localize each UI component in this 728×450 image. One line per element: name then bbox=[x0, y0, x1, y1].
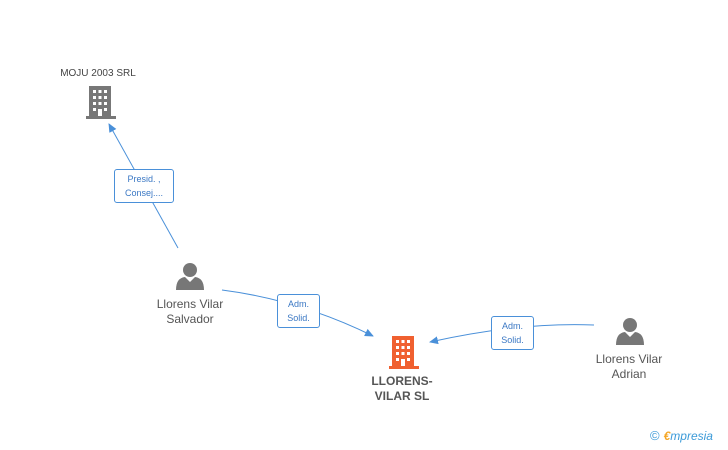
edge-label-presid-line1: Presid. , bbox=[127, 174, 161, 184]
person-icon[interactable] bbox=[616, 318, 644, 345]
edge-label-adm-adrian-line2: Solid. bbox=[501, 335, 524, 345]
edge-label-adm-adrian-line1: Adm. bbox=[501, 321, 523, 331]
person-label-adrian[interactable]: Llorens Vilar Adrian bbox=[569, 352, 689, 382]
person-label-salvador[interactable]: Llorens Vilar Salvador bbox=[130, 297, 250, 327]
person-label-salvador-line2: Salvador bbox=[166, 312, 214, 326]
empresia-logo: ©€mpresia bbox=[650, 428, 713, 443]
edge-label-adm-salvador-line2: Solid. bbox=[287, 313, 310, 323]
company-label-line1: LLORENS- bbox=[371, 374, 433, 388]
company-label-line2: VILAR SL bbox=[374, 389, 430, 403]
edge-label-adm-adrian[interactable]: Adm. Solid. bbox=[491, 316, 534, 350]
person-label-salvador-line1: Llorens Vilar bbox=[156, 297, 224, 311]
edge-label-adm-salvador[interactable]: Adm. Solid. bbox=[277, 294, 320, 328]
person-label-adrian-line1: Llorens Vilar bbox=[595, 352, 663, 366]
edge-label-presid[interactable]: Presid. , Consej.... bbox=[114, 169, 174, 203]
edge-label-presid-line2: Consej.... bbox=[124, 188, 164, 198]
edge-label-adm-salvador-line1: Adm. bbox=[287, 299, 309, 309]
company-label-moju[interactable]: MOJU 2003 SRL bbox=[60, 68, 136, 79]
person-icon[interactable] bbox=[176, 263, 204, 290]
copyright-symbol: © bbox=[650, 428, 660, 443]
empresia-logo-e: € bbox=[663, 429, 671, 443]
empresia-logo-text: mpresia bbox=[670, 429, 713, 443]
company-label-llorens-vilar-sl[interactable]: LLORENS- VILAR SL bbox=[342, 374, 462, 404]
building-icon-highlighted[interactable] bbox=[389, 336, 419, 369]
building-icon[interactable] bbox=[86, 86, 116, 119]
person-label-adrian-line2: Adrian bbox=[611, 367, 647, 381]
